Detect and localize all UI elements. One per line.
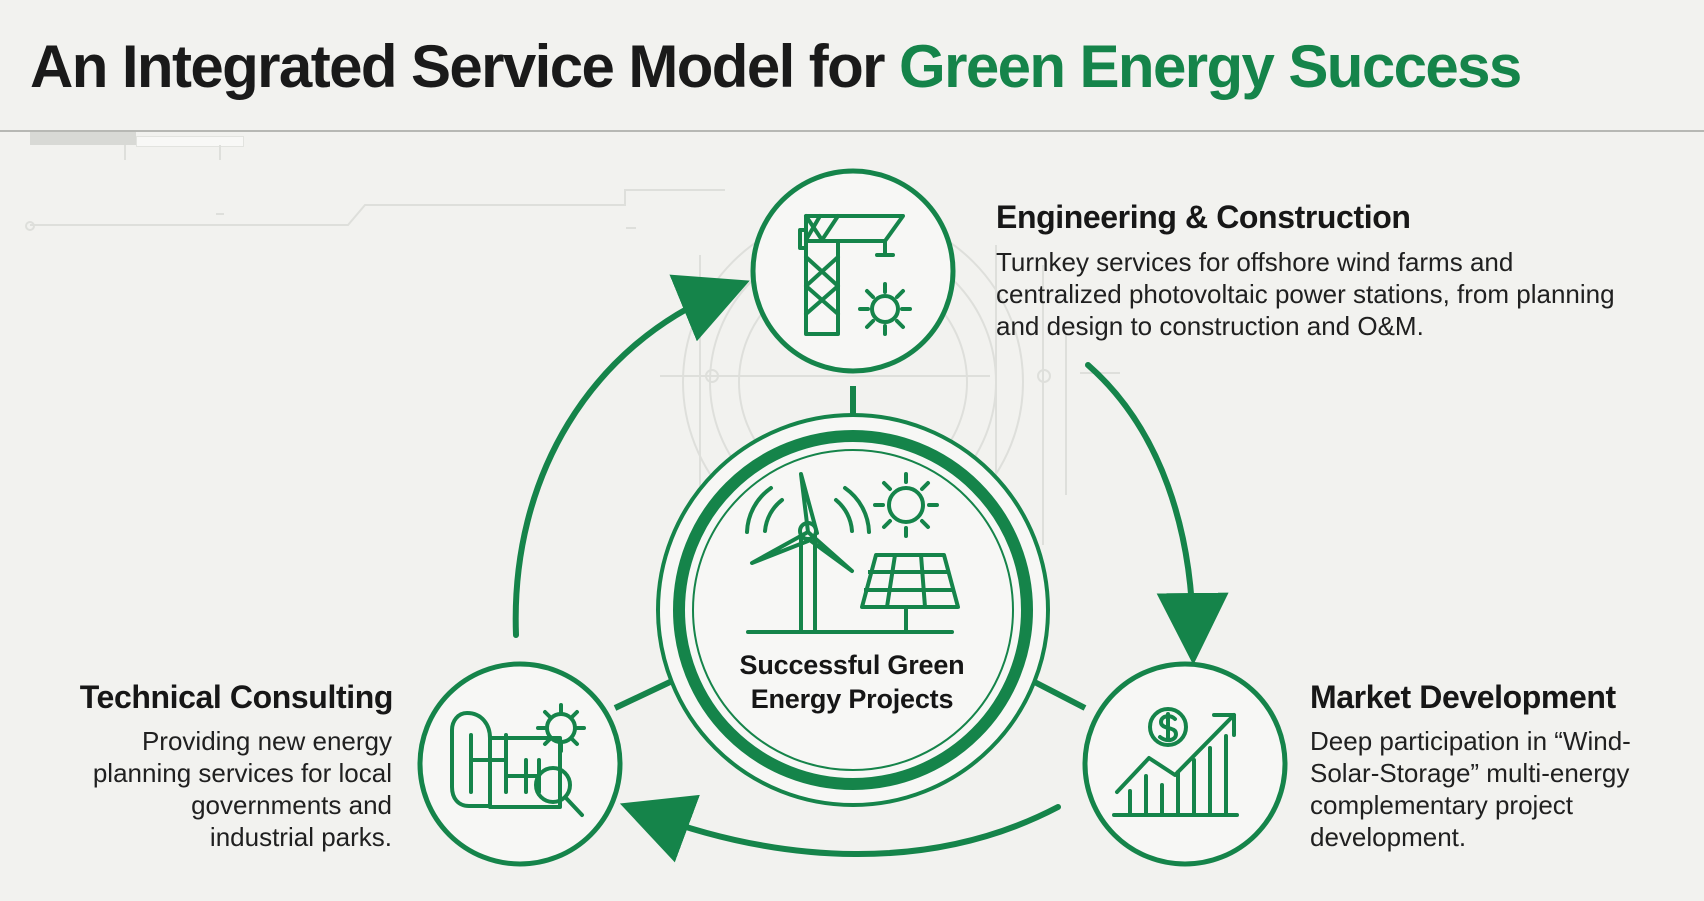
technical-consulting-description: Providing new energy planning services f… bbox=[92, 726, 392, 852]
title-divider-accent-light bbox=[136, 136, 244, 147]
title-green-text: Green Energy Success bbox=[899, 33, 1522, 100]
title-divider bbox=[0, 130, 1704, 132]
sun-icon bbox=[873, 472, 939, 538]
blueprint-gear-magnifier-icon bbox=[450, 703, 586, 817]
solar-panel-icon bbox=[860, 553, 960, 634]
arrow-technical-to-engineering bbox=[512, 274, 750, 638]
arrow-market-to-technical bbox=[619, 794, 1061, 863]
center-node bbox=[656, 413, 1050, 807]
crane-gear-icon bbox=[798, 214, 912, 336]
cycle-arrows bbox=[512, 274, 1229, 863]
successful-green-energy-projects-label: Successful Green Energy Projects bbox=[739, 650, 965, 714]
technical-consulting-title: Technical Consulting bbox=[79, 679, 394, 715]
market-development-description: Deep participation in “Wind-Solar-Storag… bbox=[1310, 726, 1631, 852]
market-node bbox=[1082, 661, 1288, 867]
title-divider-accent bbox=[30, 132, 136, 145]
technical-node bbox=[417, 661, 623, 867]
market-development-title: Market Development bbox=[1310, 679, 1616, 715]
dollar-growth-chart-icon bbox=[1112, 707, 1239, 817]
wind-turbine-icon bbox=[745, 472, 954, 634]
engineering-construction-title: Engineering & Construction bbox=[996, 199, 1411, 235]
engineering-construction-description: Turnkey services for offshore wind farms… bbox=[996, 247, 1615, 341]
engineering-node bbox=[750, 168, 956, 374]
page-title: An Integrated Service Model for Green En… bbox=[30, 28, 1680, 110]
title-dark-text: An Integrated Service Model for bbox=[30, 33, 899, 100]
arrow-engineering-to-market bbox=[1085, 362, 1229, 665]
